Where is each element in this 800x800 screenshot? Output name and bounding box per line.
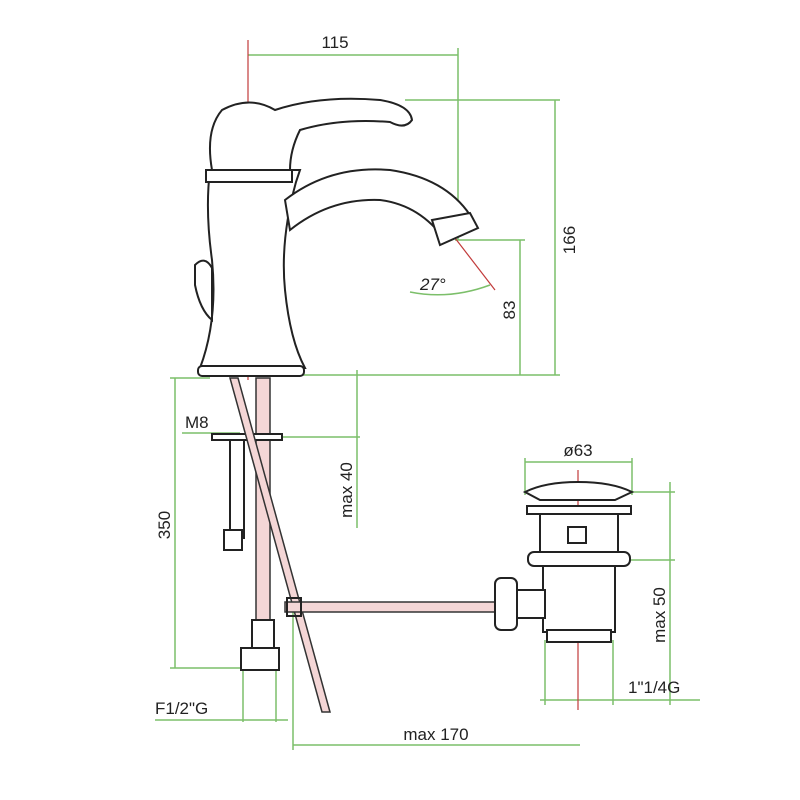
rod-clamp — [286, 597, 302, 617]
hose-nut — [251, 619, 275, 651]
label-27-degrees: 27° — [419, 275, 446, 294]
label-diameter-63: ø63 — [563, 441, 592, 460]
label-83: 83 — [500, 301, 519, 320]
drain-window — [567, 526, 587, 544]
hoses — [211, 377, 501, 713]
label-max-40: max 40 — [337, 462, 356, 518]
drain-washer — [526, 505, 632, 515]
drain-side-pipe — [514, 589, 546, 619]
label-166: 166 — [560, 226, 579, 254]
label-max-50: max 50 — [650, 587, 669, 643]
fixing-stud — [229, 437, 245, 539]
faucet-column — [198, 169, 307, 369]
faucet-base — [197, 365, 305, 377]
popup-lever — [194, 259, 213, 323]
label-114g: 1"1/4G — [628, 678, 680, 697]
faucet-body — [194, 97, 480, 377]
drain-knurled-nut — [494, 577, 518, 631]
label-max-170: max 170 — [403, 725, 468, 744]
angle-arc — [409, 284, 491, 296]
drain-flange — [527, 551, 631, 567]
faucet-handle — [209, 97, 414, 171]
dimension-labels: 115 166 83 27° M8 350 max 40 ø63 max 50 … — [155, 33, 680, 744]
spout-aerator — [430, 211, 480, 247]
hose-fitting — [240, 647, 280, 671]
popup-drain — [494, 480, 635, 643]
label-m8: M8 — [185, 413, 209, 432]
drain-cap — [522, 480, 635, 501]
label-f12g: F1/2"G — [155, 699, 208, 718]
drain-thread — [546, 629, 612, 643]
label-350: 350 — [155, 511, 174, 539]
label-115: 115 — [321, 33, 348, 52]
horizontal-rod — [284, 601, 501, 613]
handle-collar — [205, 169, 293, 183]
stud-nut — [223, 529, 243, 551]
drain-lower-body — [542, 565, 616, 633]
popup-rod — [229, 377, 331, 713]
